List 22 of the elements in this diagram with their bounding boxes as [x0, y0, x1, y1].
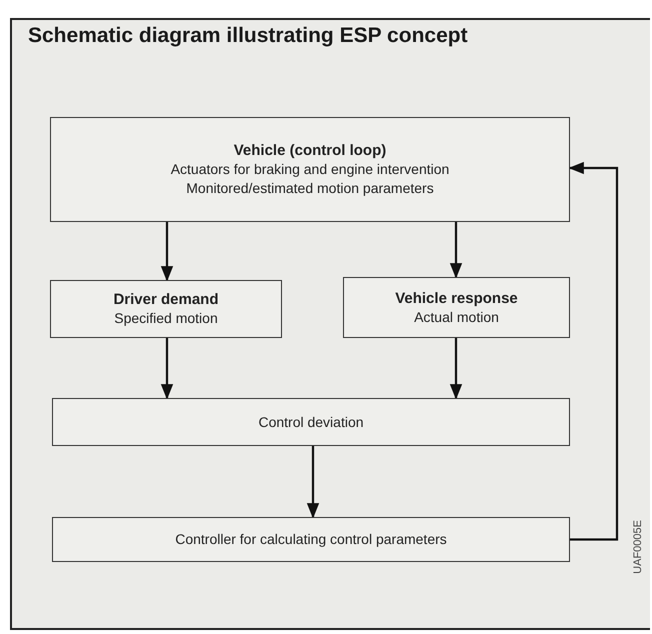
figure-code: UAF0005E — [632, 520, 644, 574]
box-text: Actuators for braking and engine intervention — [170, 160, 450, 179]
process-box — [52, 517, 570, 562]
box-text: Control deviation — [258, 412, 364, 432]
box-text: Controller for calculating control parameters — [175, 530, 447, 549]
box-heading: Driver demand — [113, 290, 219, 309]
box-heading: Vehicle response — [395, 288, 518, 308]
process-box — [52, 398, 570, 446]
arrow — [450, 338, 462, 400]
box-text: Actual motion — [414, 308, 499, 326]
diagram-title: Schematic diagram illustrating ESP concept — [28, 24, 468, 48]
box-heading: Vehicle (control loop) — [234, 141, 386, 160]
process-box — [343, 277, 570, 338]
box-text: Specified motion — [114, 309, 218, 328]
process-box — [50, 280, 282, 338]
process-box — [50, 117, 570, 222]
arrow — [306, 446, 320, 519]
arrow — [160, 222, 174, 282]
arrow — [568, 162, 618, 541]
arrow — [450, 222, 462, 279]
arrow — [160, 338, 174, 400]
box-text: Monitored/estimated motion parameters — [186, 179, 434, 198]
